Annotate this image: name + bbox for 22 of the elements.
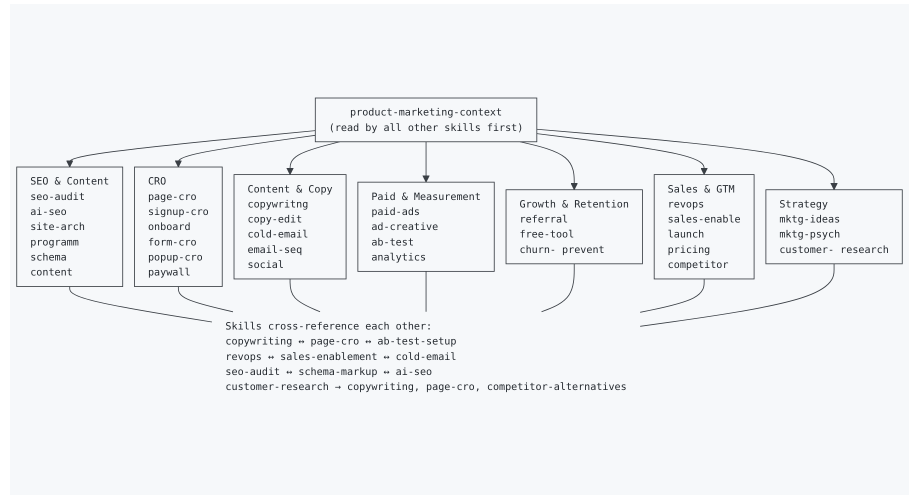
node-box: product-marketing-context (read by all other skills first) bbox=[314, 98, 538, 142]
node-box: Growth & Retention referral free-tool churn- prevent bbox=[506, 189, 643, 264]
connector bbox=[541, 263, 575, 312]
arrow bbox=[536, 133, 708, 175]
arrow bbox=[174, 134, 316, 168]
node-box: Strategy mktg-ideas mktg-psych customer- research bbox=[765, 189, 903, 264]
node-box: Paid & Measurement paid-ads ad-creative ab-test analytics bbox=[357, 182, 495, 272]
arrow bbox=[536, 128, 838, 190]
arrow bbox=[286, 141, 340, 175]
connector bbox=[640, 263, 834, 327]
arrow bbox=[66, 130, 316, 168]
node-text: Skills cross-reference each other: copywriting ↔ page-cro ↔ ab-test-setup revops ↔ sales-enablement ↔ cold-email seo-audit ↔ schema-markup ↔ ai-seo customer-research → copywriting, page-cro, competitor-alternatives bbox=[225, 320, 627, 393]
connector bbox=[290, 278, 320, 312]
connector bbox=[640, 278, 705, 313]
arrow bbox=[520, 141, 578, 190]
node-box: CRO page-cro signup-cro onboard form-cro popup-cro paywall bbox=[134, 166, 223, 287]
node-box: Sales & GTM revops sales-enable launch pricing competitor bbox=[654, 174, 755, 280]
connector bbox=[178, 286, 234, 312]
node-box: Content & Copy copywritng copy-edit cold-email email-seq social bbox=[234, 174, 346, 280]
connector bbox=[69, 286, 212, 322]
arrow bbox=[422, 141, 430, 182]
node-box: SEO & Content seo-audit ai-seo site-arch programm schema content bbox=[16, 166, 124, 287]
